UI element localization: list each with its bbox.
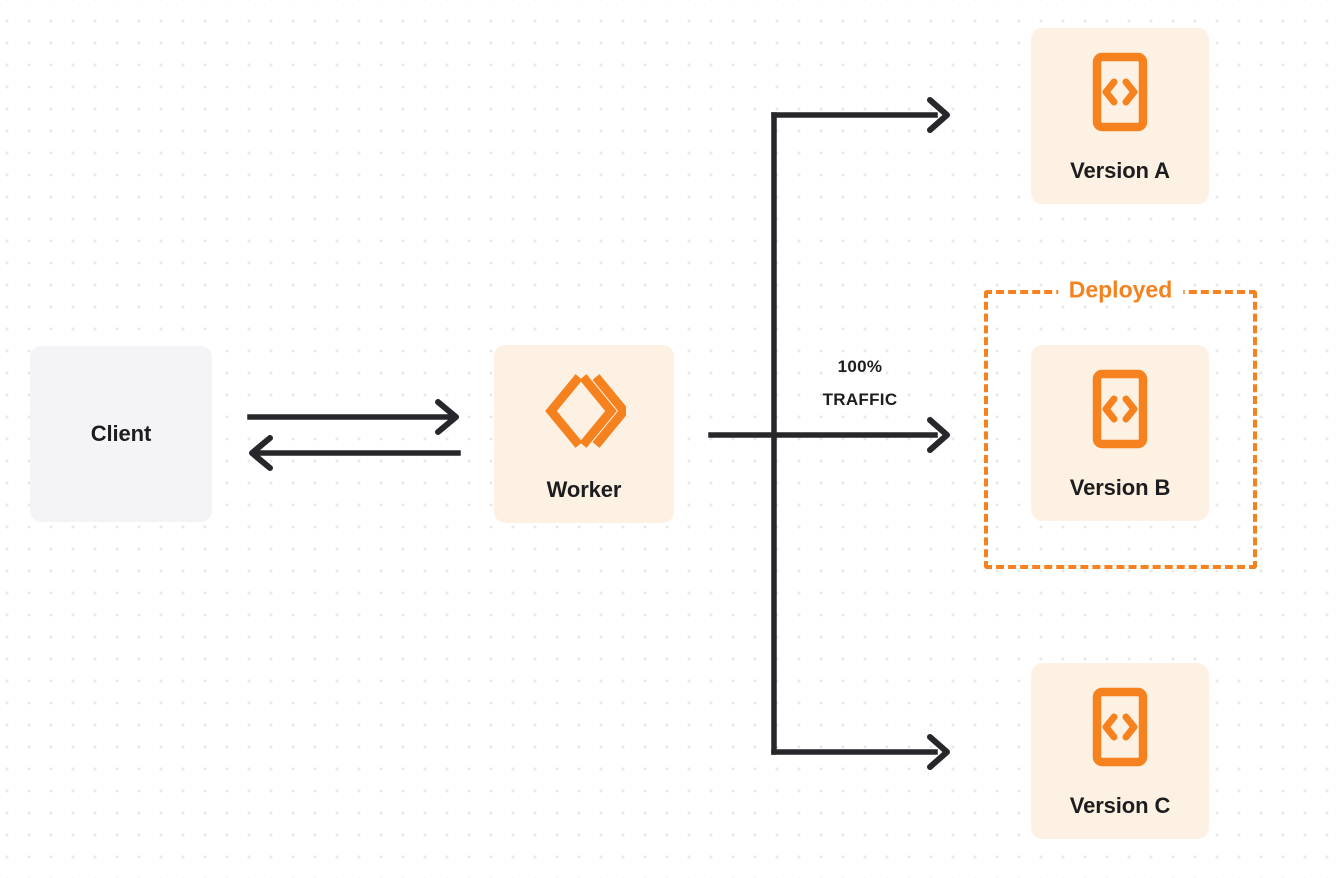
code-document-icon [1089,368,1151,455]
arrowhead-to-version-a [927,97,950,133]
node-version-a[interactable]: Version A [1031,28,1209,204]
node-version-b[interactable]: Version B [1031,345,1209,521]
connector-worker-to-client [249,435,461,471]
deployed-group-label: Deployed [1057,278,1184,302]
traffic-label: 100% TRAFFIC [784,350,936,416]
version-a-label: Version A [1070,157,1170,183]
traffic-unit: TRAFFIC [822,390,898,410]
node-version-c[interactable]: Version C [1031,663,1209,839]
version-c-label: Version C [1069,792,1171,818]
code-document-icon [1089,51,1151,138]
cloudflare-workers-logo-icon [542,368,630,459]
deployed-group-box: Deployed [984,278,1257,569]
client-label: Client [90,421,152,446]
node-worker[interactable]: Worker [494,345,674,523]
version-b-label: Version B [1069,474,1171,500]
connector-client-to-worker [247,399,459,435]
node-client[interactable]: Client [30,346,212,522]
worker-label: Worker [546,476,622,502]
connector-worker-trunk [708,112,938,755]
arrowhead-to-version-b [927,417,950,453]
code-document-icon [1089,686,1151,773]
arrowhead-to-version-c [927,734,950,770]
traffic-percent: 100% [837,357,883,376]
